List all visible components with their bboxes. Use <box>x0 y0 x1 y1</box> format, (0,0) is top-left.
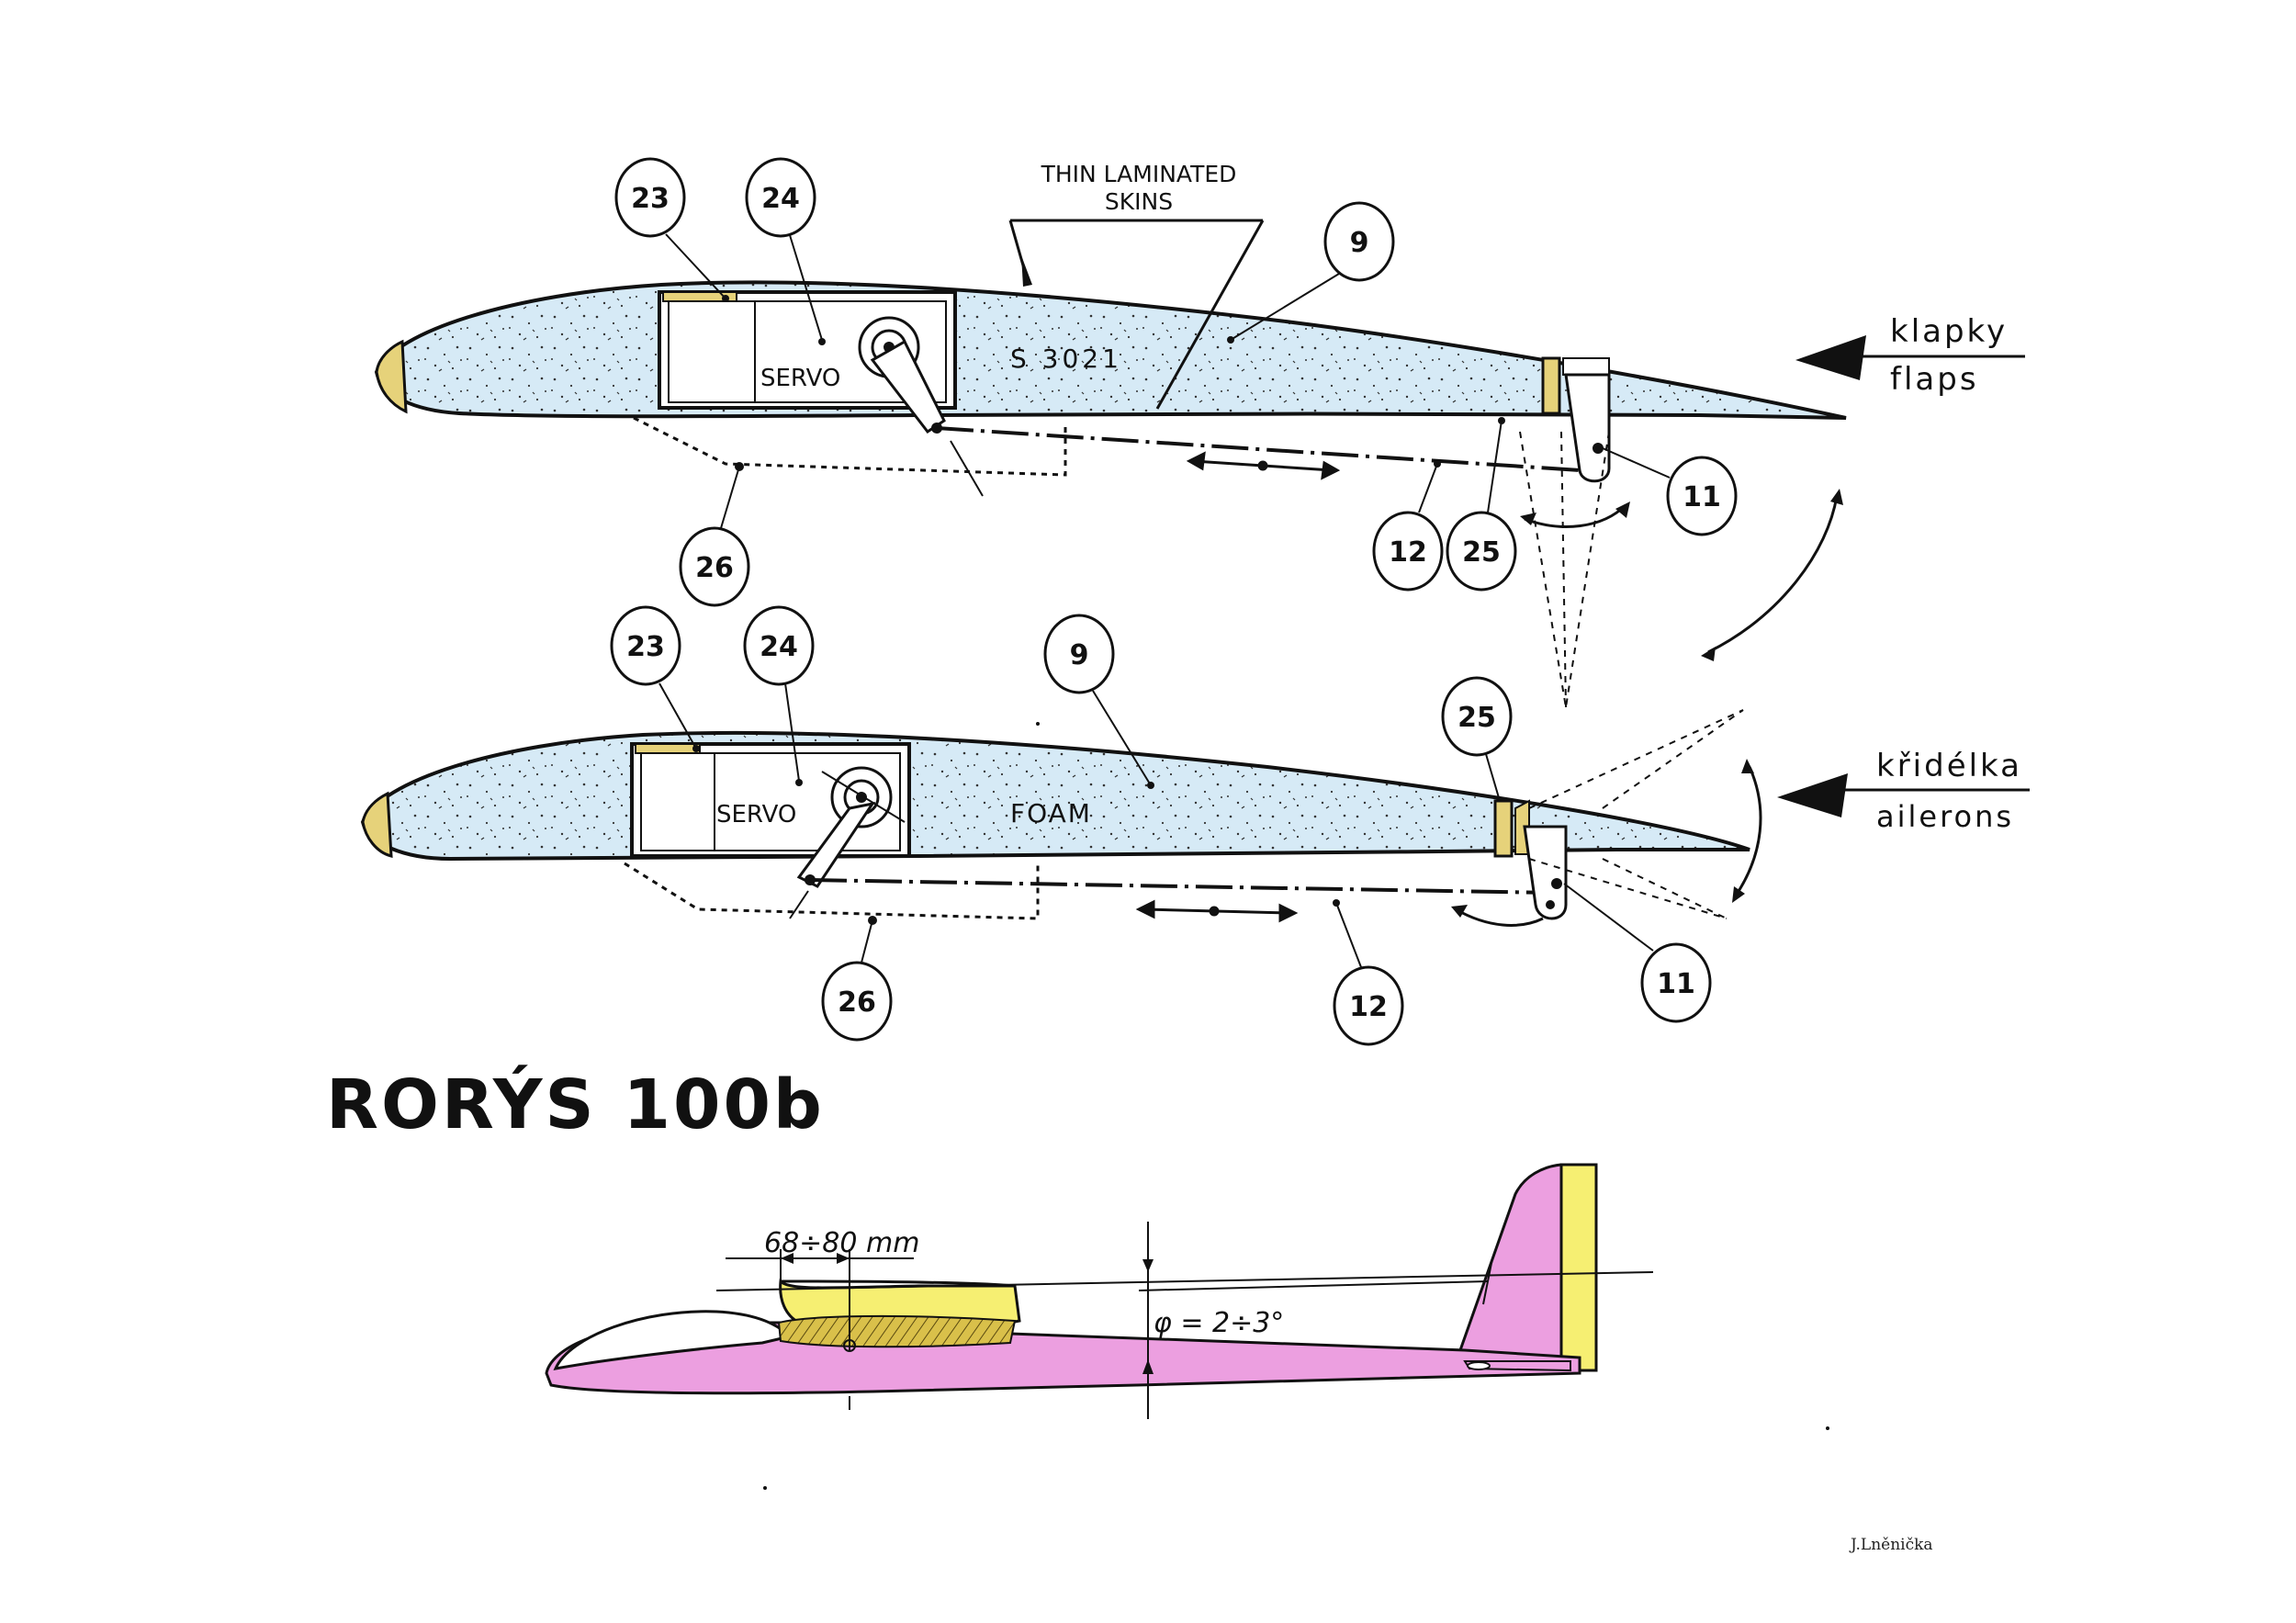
flaps-label-english: flaps <box>1890 361 1979 398</box>
flaps-pointer-arrow <box>1795 335 1866 380</box>
aileron-trailing-spar <box>1493 799 1514 858</box>
svg-text:23: 23 <box>626 631 665 663</box>
aileron-rotation-arrow <box>1455 907 1544 927</box>
flap-callout-25: 25 <box>1446 417 1517 592</box>
rudder <box>1559 1163 1598 1372</box>
flap-wing-section: THIN LAMINATED SKINS SERVO S 3021 klapky… <box>374 157 2025 708</box>
aileron-big-deflection-arc <box>1734 766 1762 896</box>
aileron-servo-arm <box>796 766 906 888</box>
aileron-leading-edge-balsa <box>361 791 393 858</box>
signature: J.Lněnička <box>1849 1536 1933 1554</box>
svg-text:11: 11 <box>1657 968 1695 1000</box>
flap-callout-23: 23 <box>614 157 729 302</box>
flap-servo-arm <box>858 316 946 434</box>
svg-text:26: 26 <box>838 986 876 1019</box>
flap-servo-label: SERVO <box>760 365 840 392</box>
ailerons-label-czech: křidélka <box>1876 748 2022 784</box>
flap-big-deflection-arc <box>1707 495 1839 654</box>
aileron-wing-section: SERVO FOAM křidélka ailerons 23 24 9 25 <box>360 605 2030 1046</box>
svg-text:24: 24 <box>760 631 798 663</box>
aileron-control-horn <box>1523 825 1568 920</box>
fuselage-reference-line <box>1138 1280 1489 1291</box>
aileron-callout-26: 26 <box>821 916 893 1042</box>
speck <box>1826 1426 1829 1430</box>
fin-line <box>1482 1257 1493 1305</box>
svg-text:9: 9 <box>1070 639 1089 671</box>
aileron-deflection-lines <box>1528 709 1744 919</box>
speck <box>763 1486 767 1490</box>
aileron-callout-23: 23 <box>610 605 700 752</box>
aileron-servo-label: SERVO <box>716 801 796 828</box>
flap-callout-12: 12 <box>1372 460 1444 592</box>
aileron-callout-24: 24 <box>743 605 815 786</box>
aileron-travel-arrow <box>1135 899 1299 923</box>
canopy <box>553 1310 793 1370</box>
flap-servo-hatch-balsa <box>662 291 737 302</box>
skins-note-line2: SKINS <box>1105 188 1173 215</box>
glider-side-view: 68÷80 mm φ = 2÷3° <box>545 1163 1654 1419</box>
drawing-title: RORÝS 100b <box>326 1064 825 1144</box>
flap-callout-11: 11 <box>1602 447 1738 536</box>
aileron-pushrod <box>809 878 1553 895</box>
svg-text:12: 12 <box>1389 536 1427 569</box>
flap-rotation-arrow <box>1524 503 1627 528</box>
ailerons-label-english: ailerons <box>1876 799 2014 834</box>
aileron-callout-11: 11 <box>1563 883 1712 1023</box>
aileron-servo-hatch-balsa <box>635 743 701 754</box>
svg-text:9: 9 <box>1350 227 1369 259</box>
svg-text:23: 23 <box>631 183 670 215</box>
svg-text:25: 25 <box>1462 536 1501 569</box>
aileron-callout-25: 25 <box>1441 676 1513 802</box>
cg-dimension-label: 68÷80 mm <box>764 1227 919 1259</box>
flaps-label-czech: klapky <box>1890 313 2008 350</box>
svg-text:11: 11 <box>1683 481 1721 513</box>
aileron-callout-12: 12 <box>1333 899 1404 1046</box>
skins-note-line1: THIN LAMINATED <box>1041 161 1237 187</box>
flap-trailing-spar <box>1541 356 1561 415</box>
aileron-callout-9: 9 <box>1043 614 1154 789</box>
flap-callout-24: 24 <box>745 157 826 345</box>
flap-callout-9: 9 <box>1227 201 1395 344</box>
incidence-label: φ = 2÷3° <box>1154 1307 1284 1339</box>
wing-reference-line <box>715 1271 1654 1291</box>
flap-travel-arrow <box>1186 451 1341 480</box>
cg-mark <box>843 1339 856 1352</box>
svg-text:26: 26 <box>695 552 734 584</box>
flap-leading-edge-balsa <box>375 339 408 414</box>
aileron-core-label: FOAM <box>1010 798 1092 828</box>
flap-pushrod <box>936 426 1581 472</box>
flap-hinge-block <box>1562 357 1610 376</box>
svg-text:24: 24 <box>761 183 800 215</box>
svg-text:12: 12 <box>1349 991 1388 1023</box>
flap-callout-26: 26 <box>679 462 750 607</box>
aileron-servo-cover-outline <box>624 862 1040 920</box>
wing-root-hatched <box>777 1314 1017 1348</box>
flap-deflection-lines <box>1519 431 1610 708</box>
ailerons-pointer-arrow <box>1777 773 1848 817</box>
speck <box>1036 722 1040 726</box>
flap-control-horn <box>1564 373 1611 483</box>
svg-text:25: 25 <box>1458 702 1496 734</box>
flap-servo-cover-outline <box>633 416 1067 477</box>
flap-airfoil-label: S 3021 <box>1010 344 1122 374</box>
